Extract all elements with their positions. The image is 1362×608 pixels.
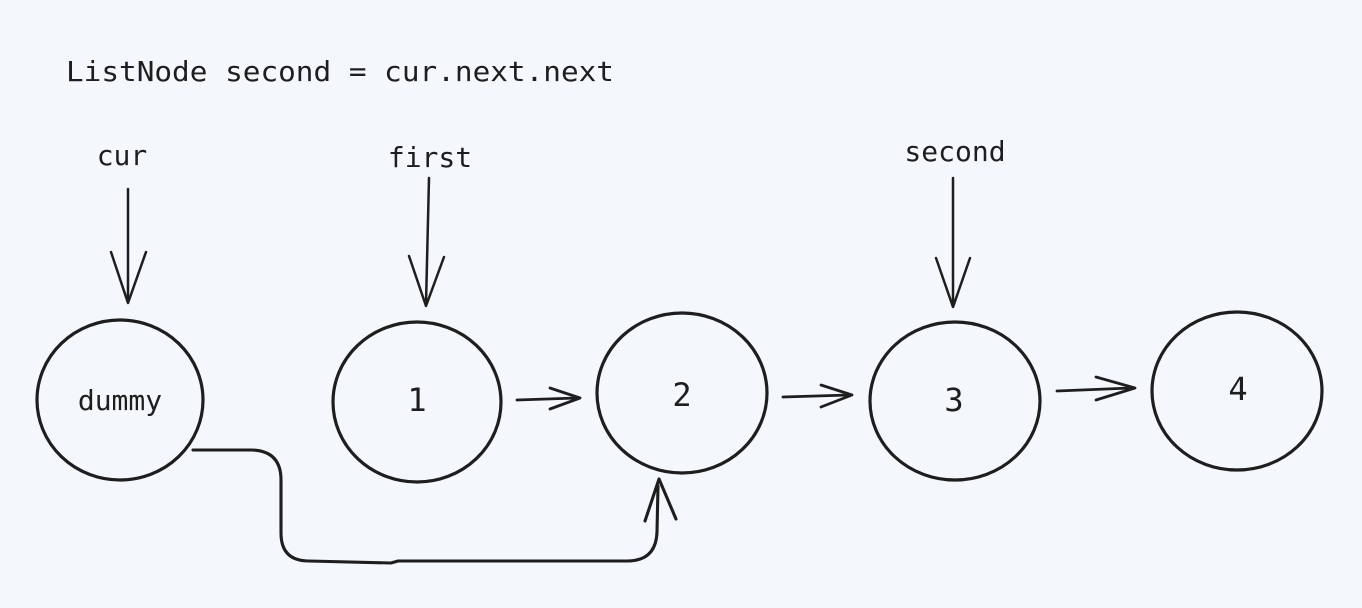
edge-3-4-arrowhead-icon <box>1094 375 1137 402</box>
first-arrowhead-icon <box>407 254 446 308</box>
edge-1-2-arrowhead-icon <box>548 386 582 411</box>
node-label-4: 4 <box>1228 370 1247 408</box>
second-down-arrow <box>934 176 972 309</box>
first-down-arrow <box>407 176 446 308</box>
edge-2-3-shaft <box>781 393 851 399</box>
second-arrowhead-icon <box>934 256 972 309</box>
node-circle-2 <box>595 311 769 475</box>
edge-dummy-2-arrowhead-icon <box>643 477 678 523</box>
edge-arrow-2-3 <box>781 383 854 409</box>
node-label-2: 2 <box>672 376 691 414</box>
pointer-label-second: second <box>904 135 1005 168</box>
pointer-label-cur: cur <box>97 139 148 172</box>
node-label-1: 1 <box>407 381 426 419</box>
cur-down-arrow <box>109 187 148 305</box>
node-circle-dummy <box>35 318 205 482</box>
edge-arrow-dummy-2-curved <box>191 448 678 565</box>
node-circle-1 <box>331 320 503 484</box>
edge-dummy-2-path <box>191 448 660 565</box>
cur-arrowhead-icon <box>109 250 148 305</box>
diagram-strokes <box>35 176 1324 565</box>
pointer-label-first: first <box>388 141 472 174</box>
edge-1-2-shaft <box>515 396 579 402</box>
node-label-dummy: dummy <box>78 384 162 417</box>
edge-2-3-arrowhead-icon <box>819 383 854 409</box>
edge-3-4-shaft <box>1055 386 1133 393</box>
node-circle-4 <box>1150 310 1324 472</box>
edge-arrow-1-2 <box>515 386 582 411</box>
first-arrow-shaft <box>424 176 431 306</box>
node-label-3: 3 <box>944 381 963 419</box>
code-statement: ListNode second = cur.next.next <box>66 55 614 88</box>
node-circle-3 <box>868 320 1042 482</box>
edge-arrow-3-4 <box>1055 375 1137 402</box>
